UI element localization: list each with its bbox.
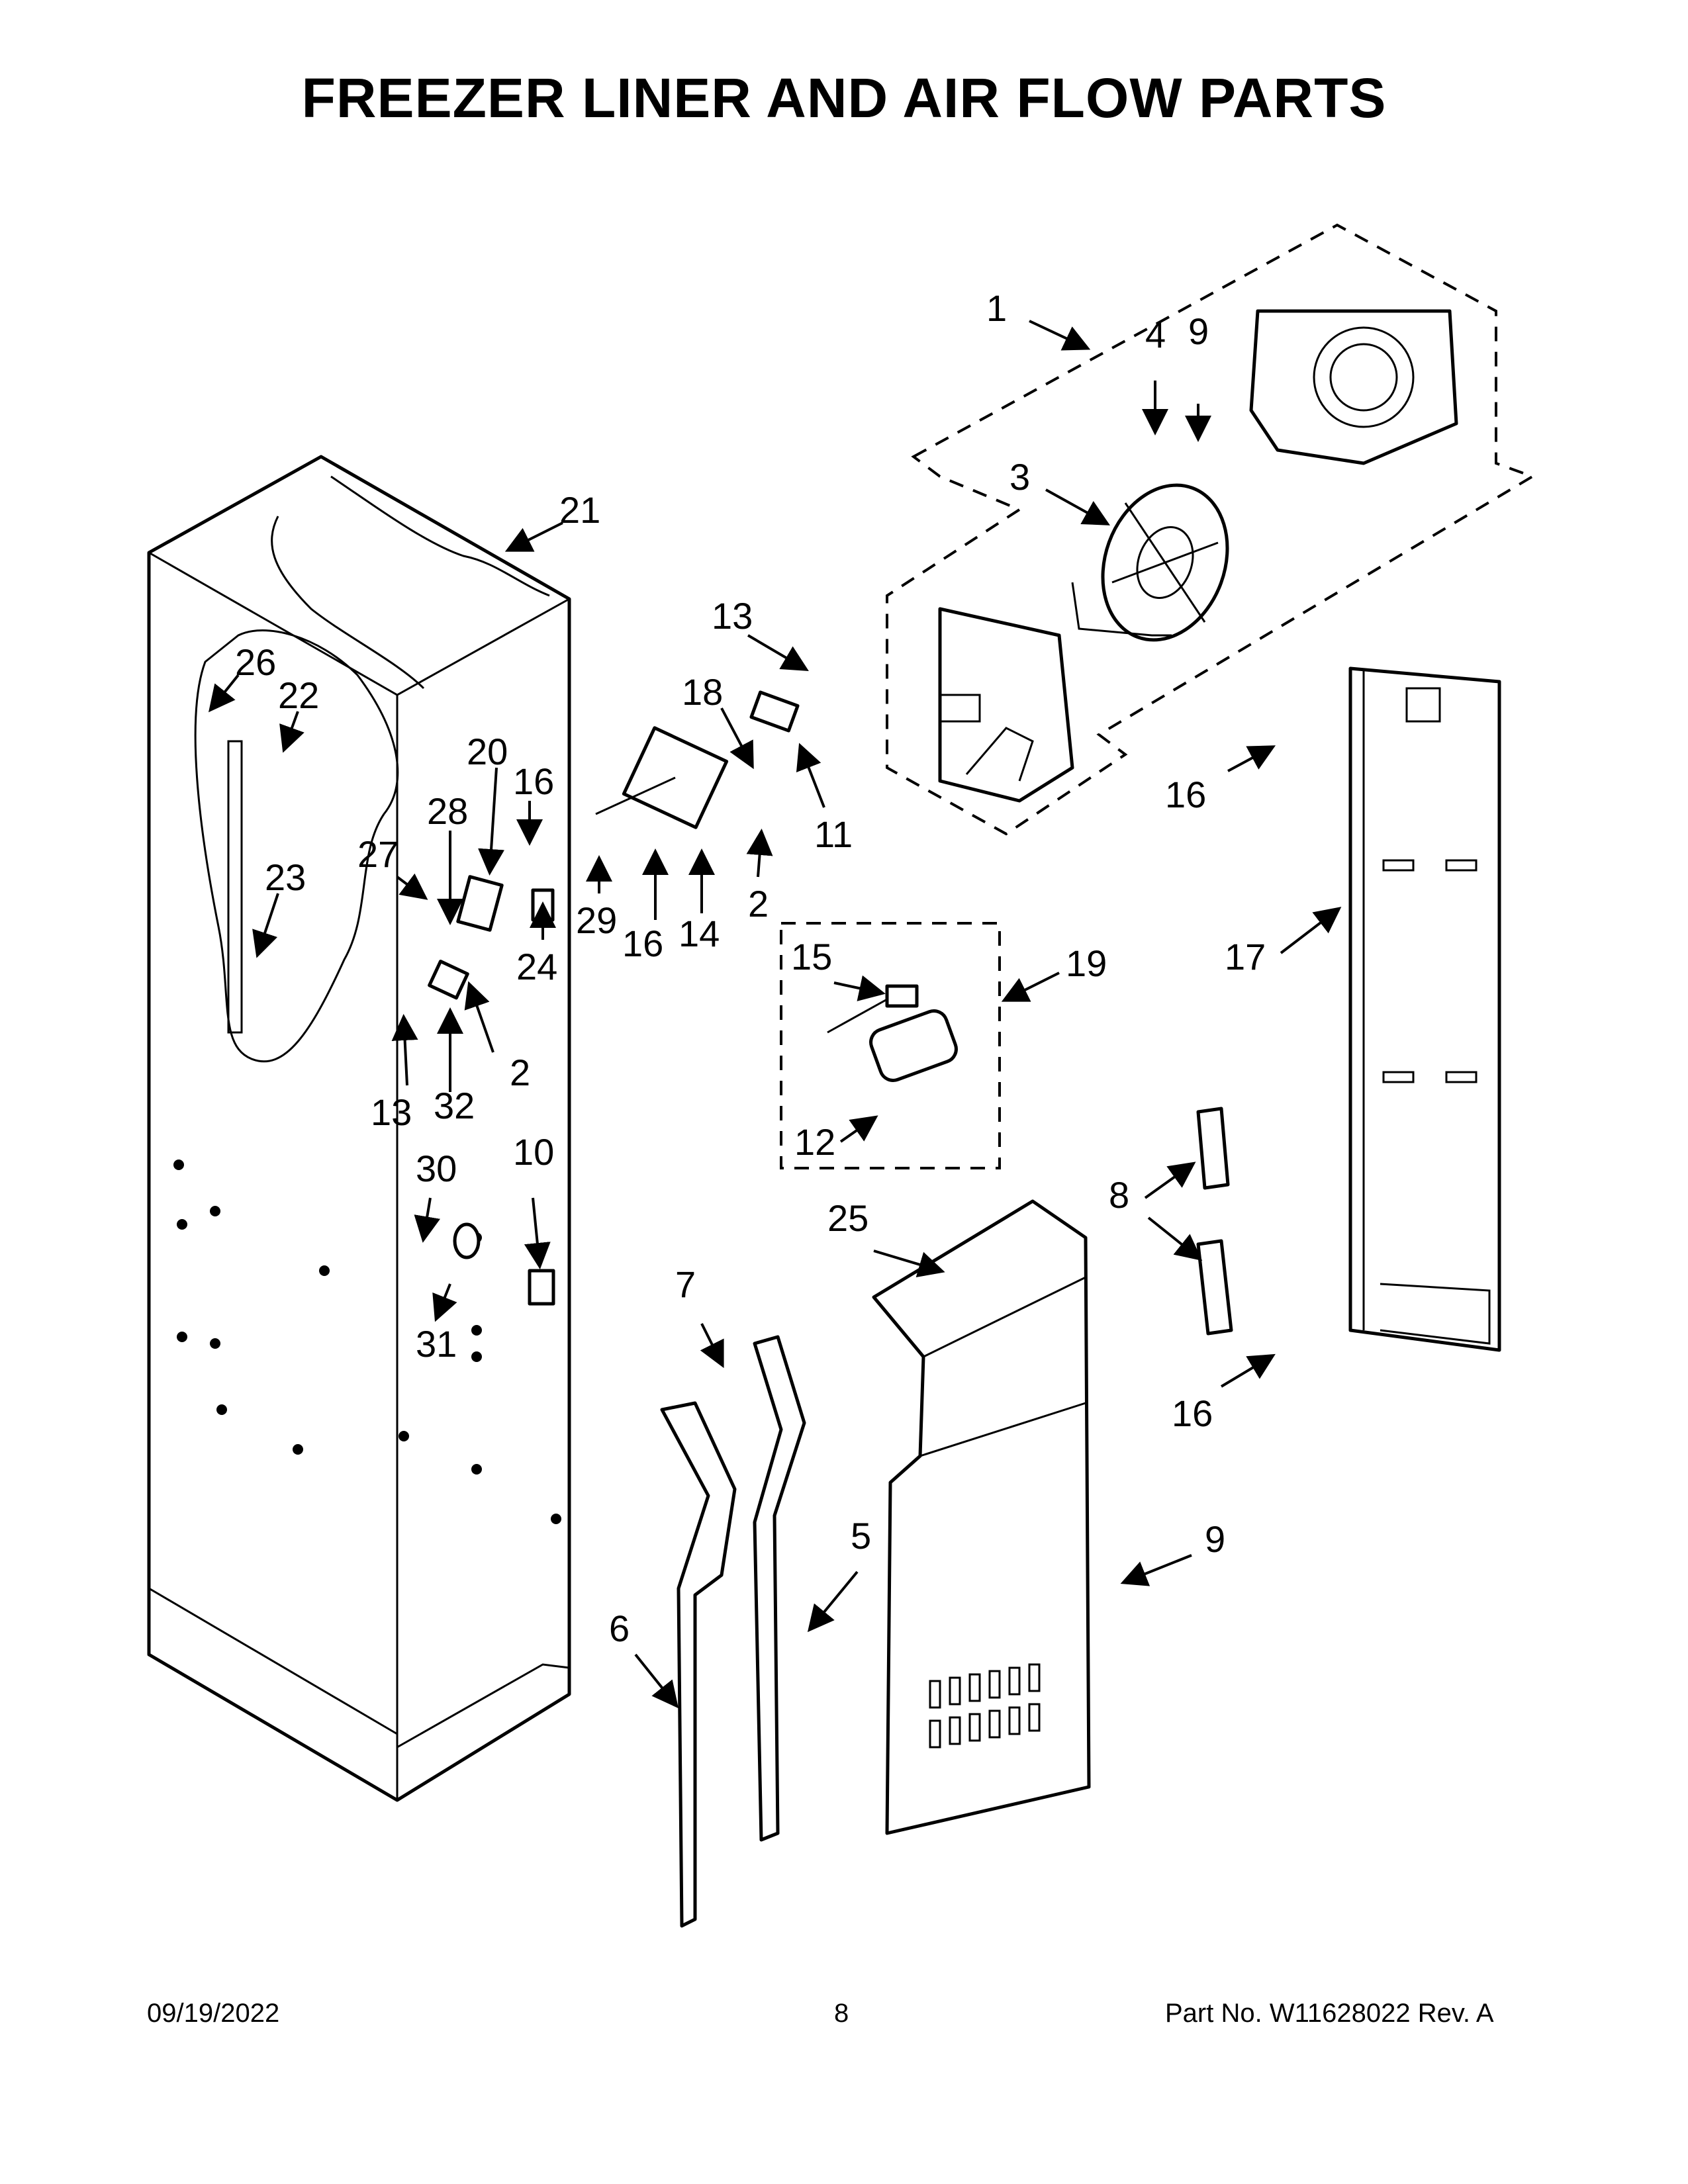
part-8-bracket-lower [1196, 1239, 1233, 1336]
callout-28: 28 [427, 790, 468, 832]
callout-5: 5 [851, 1515, 871, 1557]
page-title: FREEZER LINER AND AIR FLOW PARTS [301, 67, 1387, 129]
callout-26: 26 [235, 641, 276, 683]
part-14-cover [595, 726, 729, 829]
callout-32: 32 [434, 1085, 475, 1126]
callout-13-lower: 13 [371, 1091, 412, 1133]
callout-29: 29 [576, 899, 617, 941]
callout-16-mid: 16 [513, 760, 554, 802]
part-32 [428, 960, 469, 1000]
callout-labels: 1 9 4 3 21 13 18 11 16 26 22 20 16 28 27… [235, 287, 1266, 1649]
part-11-bracket [749, 690, 800, 733]
footer-page-number: 8 [834, 1999, 849, 2028]
part-19-outline [780, 922, 1001, 1169]
callout-1: 1 [986, 287, 1007, 329]
fan-shroud [1249, 309, 1458, 465]
footer-date: 09/19/2022 [147, 1999, 280, 2028]
callout-20: 20 [467, 731, 508, 772]
callout-24: 24 [516, 946, 557, 987]
callout-2-top: 2 [748, 883, 769, 925]
callout-14: 14 [679, 913, 720, 954]
part-8-bracket-upper [1196, 1107, 1230, 1190]
callout-19: 19 [1066, 942, 1107, 984]
fan-assembly-outline [886, 223, 1536, 836]
callout-17: 17 [1225, 936, 1266, 978]
fan-housing [938, 607, 1074, 803]
callout-16-bottom: 16 [1172, 1392, 1213, 1434]
callout-27: 27 [357, 833, 399, 875]
callout-8: 8 [1109, 1174, 1129, 1216]
freezer-liner [147, 455, 571, 1802]
part-20 [456, 875, 504, 932]
callout-9-top: 9 [1188, 310, 1209, 352]
callout-30: 30 [416, 1148, 457, 1189]
callout-9-bottom: 9 [1205, 1518, 1225, 1560]
callout-21: 21 [559, 489, 600, 531]
part-6-bracket [660, 1401, 737, 1928]
callout-13-top: 13 [712, 595, 753, 637]
part-12-module [869, 1009, 958, 1082]
callout-22: 22 [278, 674, 319, 716]
callout-25: 25 [827, 1197, 868, 1239]
part-25-panel [872, 1199, 1091, 1835]
callout-12: 12 [794, 1121, 835, 1163]
callout-18: 18 [682, 671, 723, 713]
part-15-sensor [885, 984, 919, 1008]
callout-11: 11 [814, 813, 853, 855]
callout-31: 31 [416, 1323, 457, 1365]
part-5-strip [753, 1335, 806, 1842]
part-17-duct [1348, 666, 1501, 1352]
callout-23: 23 [265, 856, 306, 898]
part-10 [528, 1269, 555, 1306]
fan-blade [1071, 483, 1229, 642]
leader-lines [209, 320, 1342, 1709]
callout-15: 15 [791, 936, 832, 978]
part-31 [453, 1222, 481, 1259]
callout-7: 7 [675, 1263, 696, 1305]
callout-16-lower: 16 [622, 923, 663, 964]
callout-2-mid: 2 [510, 1052, 530, 1093]
callout-6: 6 [609, 1608, 630, 1649]
footer-part-number: Part No. W11628022 Rev. A [1165, 1999, 1494, 2028]
callout-4: 4 [1145, 314, 1166, 355]
callout-10: 10 [513, 1131, 554, 1173]
callout-3: 3 [1009, 456, 1030, 498]
callout-16-right: 16 [1165, 774, 1206, 815]
